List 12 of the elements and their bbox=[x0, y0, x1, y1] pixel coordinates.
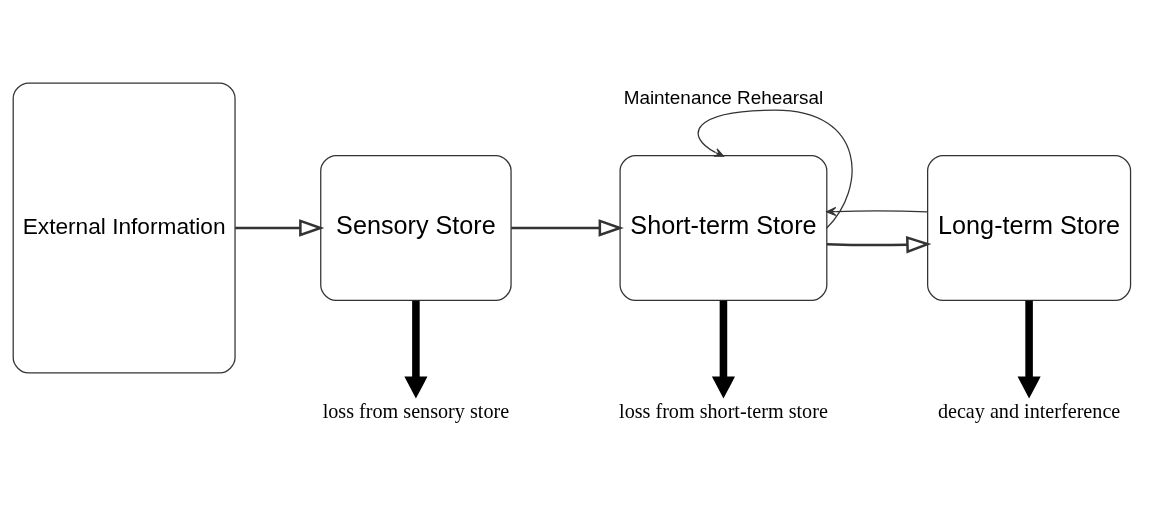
arrow bbox=[511, 219, 624, 237]
node-text: loss from sensory store bbox=[322, 400, 510, 423]
arrow bbox=[826, 206, 929, 217]
node-text: loss from short-term store bbox=[619, 400, 828, 423]
arrow bbox=[826, 235, 932, 254]
node-box: Long-term Store bbox=[927, 154, 1132, 302]
edge-label: Maintenance Rehearsal bbox=[623, 86, 824, 108]
node-box: Short-term Store bbox=[619, 154, 828, 302]
node-box: External Information bbox=[12, 82, 236, 374]
node-text: decay and interference bbox=[937, 400, 1121, 423]
node-box: Sensory Store bbox=[320, 154, 512, 302]
arrow bbox=[235, 219, 325, 237]
